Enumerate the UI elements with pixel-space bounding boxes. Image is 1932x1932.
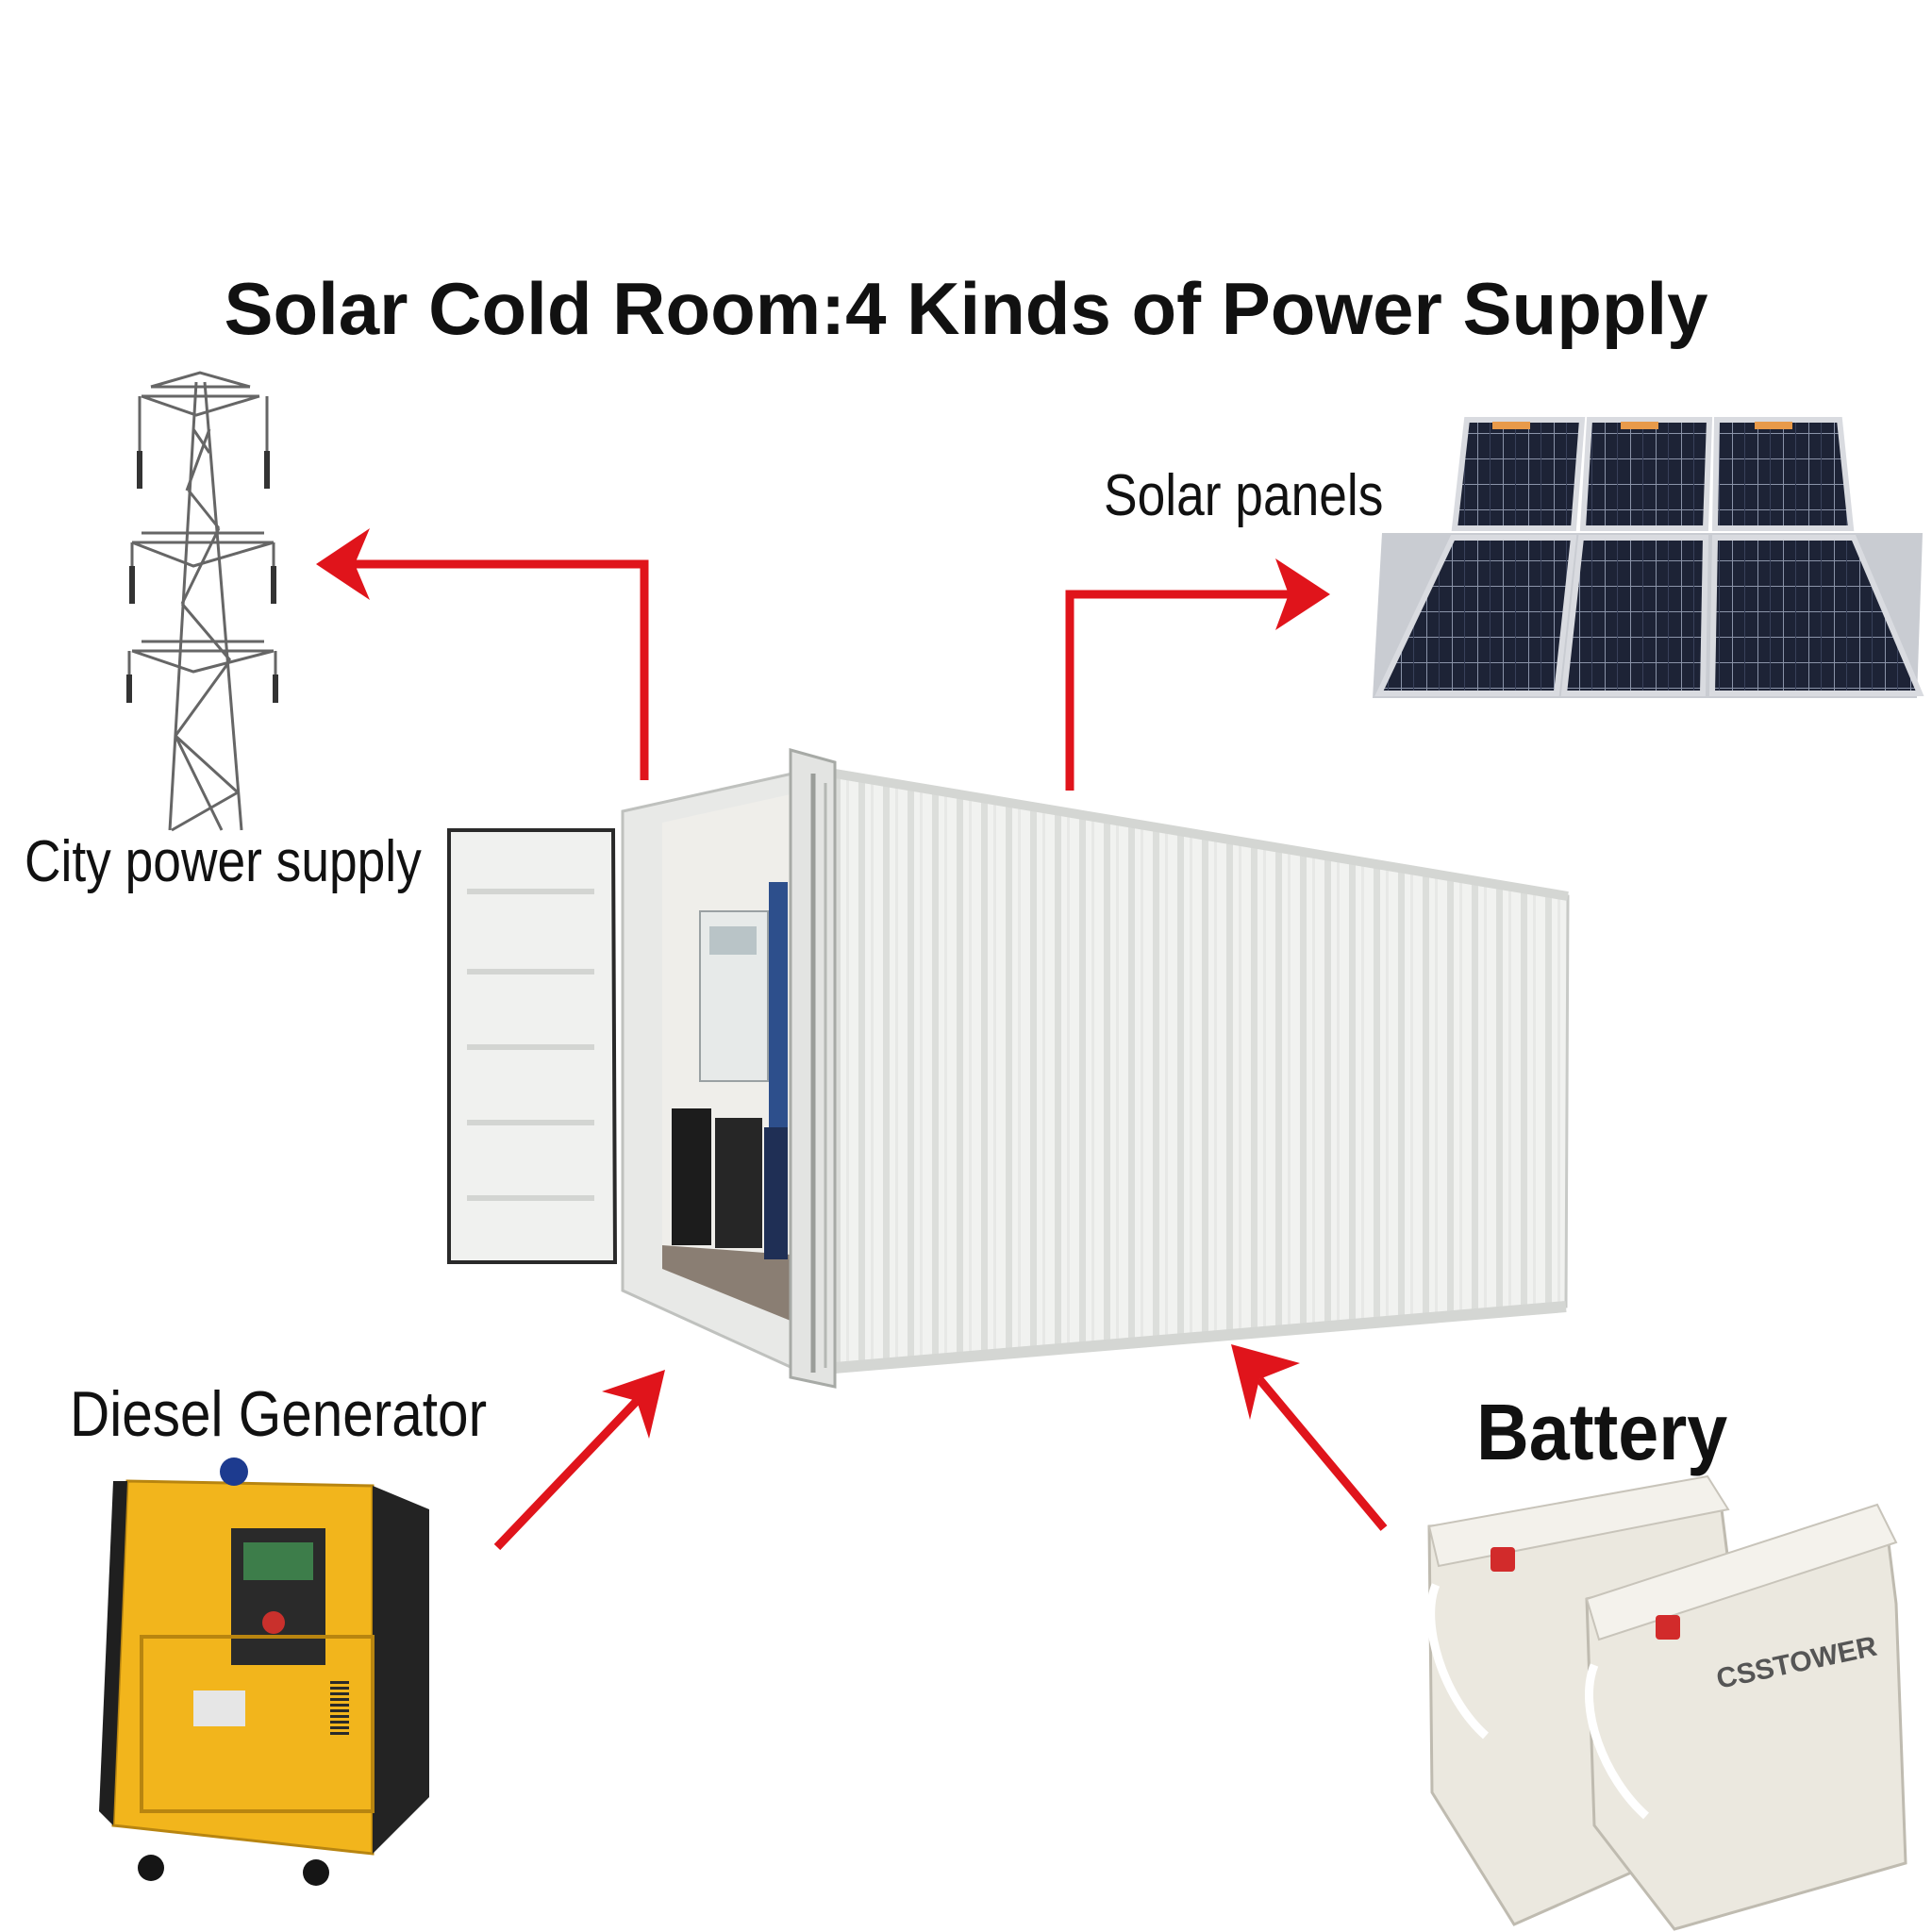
diesel-generator-label: Diesel Generator <box>70 1378 488 1450</box>
solar-panel-icon <box>1373 417 1924 698</box>
solar-panels-label: Solar panels <box>1104 463 1384 528</box>
battery-label: Battery <box>1476 1388 1728 1476</box>
arrowheads <box>316 528 1330 1439</box>
battery-icon: CSSTOWER <box>1426 1474 1907 1931</box>
diesel-generator-icon <box>99 1457 429 1886</box>
container-icon <box>447 748 1570 1389</box>
transmission-tower-icon <box>126 371 278 832</box>
arrow-icon <box>340 559 1388 1551</box>
diagram-title: Solar Cold Room:4 Kinds of Power Supply <box>224 267 1708 350</box>
city-power-label: City power supply <box>25 829 422 894</box>
